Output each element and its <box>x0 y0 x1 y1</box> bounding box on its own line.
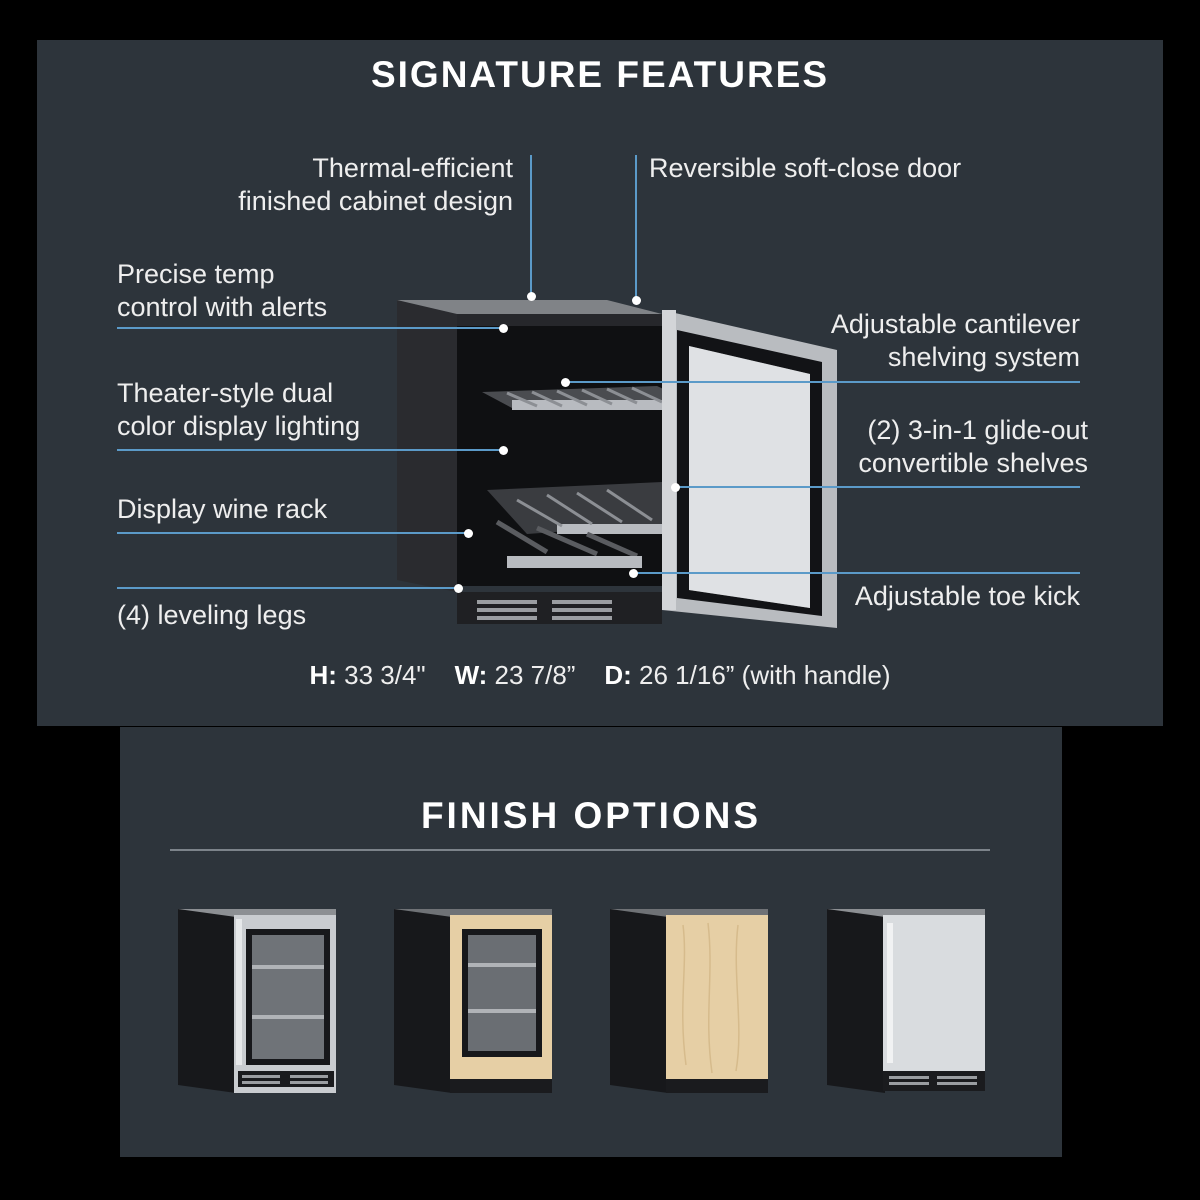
stainless-solid-door-unit <box>827 909 985 1093</box>
panel-ready-solid-door-unit <box>610 909 768 1093</box>
label-theater-lighting: Theater-style dual color display lightin… <box>117 378 361 441</box>
stainless-glass-door-unit <box>178 909 336 1093</box>
dimensions-line: H: 33 3/4" W: 23 7/8” D: 26 1/16” (with … <box>309 660 891 690</box>
panel-ready-glass-door-unit <box>394 909 552 1093</box>
finish-options-title: FINISH OPTIONS <box>420 795 762 836</box>
label-leveling-legs: (4) leveling legs <box>117 600 307 630</box>
label-wine-rack: Display wine rack <box>117 494 328 524</box>
label-temp-control: Precise temp control with alerts <box>117 259 328 322</box>
label-toe-kick: Adjustable toe kick <box>854 581 1080 611</box>
signature-features-panel: SIGNATURE FEATURES <box>37 40 1163 726</box>
label-thermal-efficient: Thermal-efficient finished cabinet desig… <box>238 153 513 216</box>
label-reversible-door: Reversible soft-close door <box>649 153 962 183</box>
signature-features-title: SIGNATURE FEATURES <box>370 54 830 95</box>
finish-divider <box>170 849 990 851</box>
label-cantilever-shelving: Adjustable cantilever shelving system <box>830 309 1080 372</box>
beverage-center-illustration <box>397 300 837 628</box>
label-glide-out-shelves: (2) 3-in-1 glide-out convertible shelves <box>858 415 1088 478</box>
finish-options-panel: FINISH OPTIONS <box>120 727 1062 1157</box>
